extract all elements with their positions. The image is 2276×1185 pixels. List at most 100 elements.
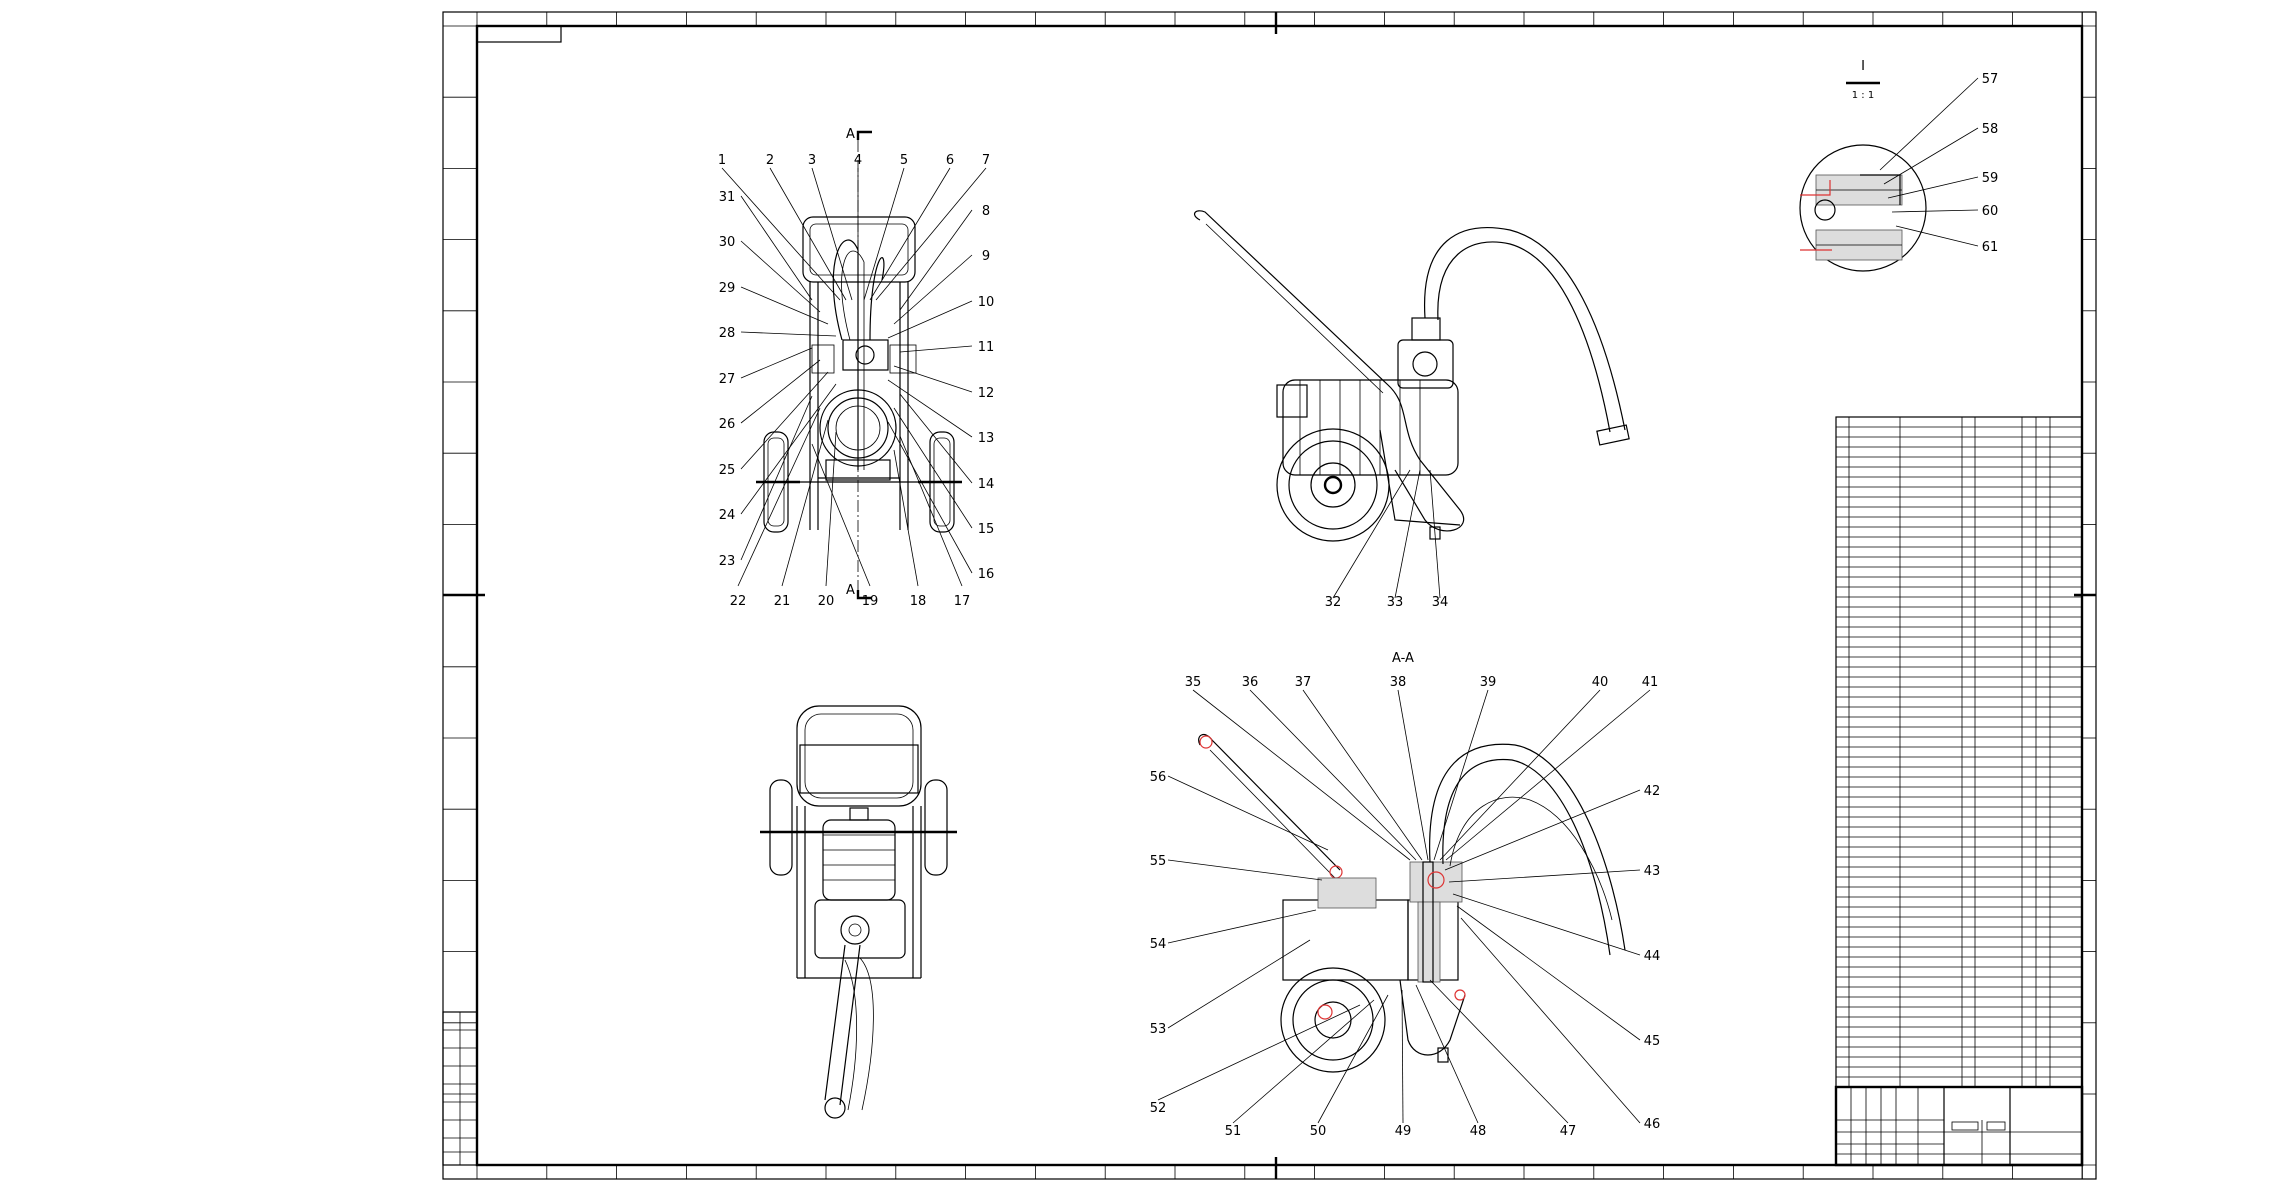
leader-line: [1429, 979, 1569, 1124]
balloon-33: 33: [1387, 595, 1404, 610]
balloon-7: 7: [982, 153, 990, 168]
leader-line: [1401, 989, 1404, 1124]
leader-line: [1415, 984, 1479, 1124]
leader-line: [1887, 176, 1979, 199]
balloon-16: 16: [978, 567, 995, 582]
balloon-58: 58: [1982, 122, 1999, 137]
leader-line: [893, 254, 973, 325]
leader-line: [899, 345, 973, 353]
balloon-11: 11: [978, 340, 995, 355]
leader-line: [875, 167, 987, 301]
leader-line: [899, 209, 973, 311]
leader-line: [740, 359, 821, 424]
balloon-22: 22: [730, 594, 747, 609]
leader-line: [1879, 77, 1979, 171]
balloon-60: 60: [1982, 204, 1999, 219]
leader-line: [887, 421, 973, 574]
leader-line: [740, 195, 813, 301]
leader-line: [1167, 859, 1323, 881]
balloon-51: 51: [1225, 1124, 1242, 1139]
leader-line: [740, 371, 829, 470]
detail-scale: 1 : 1: [1852, 90, 1874, 101]
balloon-59: 59: [1982, 171, 1999, 186]
leader-line: [1891, 209, 1979, 213]
section-mark-top: A: [846, 127, 855, 142]
leader-line: [1429, 469, 1441, 599]
balloon-56: 56: [1150, 770, 1167, 785]
leader-line: [1157, 1004, 1361, 1101]
leader-line: [1439, 689, 1601, 861]
balloon-57: 57: [1982, 72, 1999, 87]
leader-line: [781, 419, 829, 587]
leader-line: [1433, 689, 1489, 861]
balloon-55: 55: [1150, 854, 1167, 869]
balloon-23: 23: [719, 554, 736, 569]
leader-line: [825, 431, 837, 587]
balloon-24: 24: [719, 508, 736, 523]
balloon-25: 25: [719, 463, 736, 478]
balloon-50: 50: [1310, 1124, 1327, 1139]
balloon-54: 54: [1150, 937, 1167, 952]
leader-line: [1883, 127, 1979, 185]
balloon-19: 19: [862, 594, 879, 609]
balloon-9: 9: [982, 249, 990, 264]
leader-line: [1452, 893, 1641, 956]
top-view: [760, 705, 957, 1119]
leader-line: [769, 167, 847, 301]
balloon-49: 49: [1395, 1124, 1412, 1139]
leader-line: [1332, 469, 1411, 599]
balloon-41: 41: [1642, 675, 1659, 690]
balloon-42: 42: [1644, 784, 1661, 799]
leader-line: [893, 449, 919, 587]
leader-line: [869, 167, 951, 301]
balloon-21: 21: [774, 594, 791, 609]
balloon-43: 43: [1644, 864, 1661, 879]
leader-line: [887, 379, 973, 438]
balloon-48: 48: [1470, 1124, 1487, 1139]
leader-line: [1317, 994, 1389, 1124]
balloon-13: 13: [978, 431, 995, 446]
balloon-30: 30: [719, 235, 736, 250]
parts-list-table: [1835, 416, 2083, 1088]
detail-label: I: [1861, 59, 1865, 74]
balloon-3: 3: [808, 153, 816, 168]
balloon-26: 26: [719, 417, 736, 432]
leader-line: [811, 167, 853, 301]
leader-line: [1167, 775, 1329, 851]
balloon-28: 28: [719, 326, 736, 341]
leader-line: [1445, 689, 1651, 861]
balloon-2: 2: [766, 153, 774, 168]
leader-line: [1456, 905, 1641, 1041]
left-info-strip: [442, 1011, 478, 1166]
balloon-38: 38: [1390, 675, 1407, 690]
balloon-8: 8: [982, 204, 990, 219]
leader-line: [1167, 909, 1317, 944]
leader-line: [893, 407, 973, 529]
balloon-4: 4: [854, 153, 862, 168]
balloon-6: 6: [946, 153, 954, 168]
leader-line: [1394, 469, 1421, 599]
balloon-10: 10: [978, 295, 995, 310]
leader-line: [737, 407, 821, 587]
balloon-5: 5: [900, 153, 908, 168]
balloon-34: 34: [1432, 595, 1449, 610]
leader-line: [740, 347, 813, 379]
leader-line: [1448, 869, 1641, 883]
balloon-31: 31: [719, 190, 736, 205]
leader-line: [721, 167, 841, 301]
balloon-1: 1: [718, 153, 726, 168]
leader-line: [1232, 999, 1375, 1124]
balloon-27: 27: [719, 372, 736, 387]
balloon-44: 44: [1644, 949, 1661, 964]
balloon-35: 35: [1185, 675, 1202, 690]
leader-line: [1167, 939, 1311, 1029]
leader-line: [1192, 689, 1411, 861]
leader-line: [893, 365, 973, 393]
leader-line: [863, 167, 905, 301]
balloon-53: 53: [1150, 1022, 1167, 1037]
